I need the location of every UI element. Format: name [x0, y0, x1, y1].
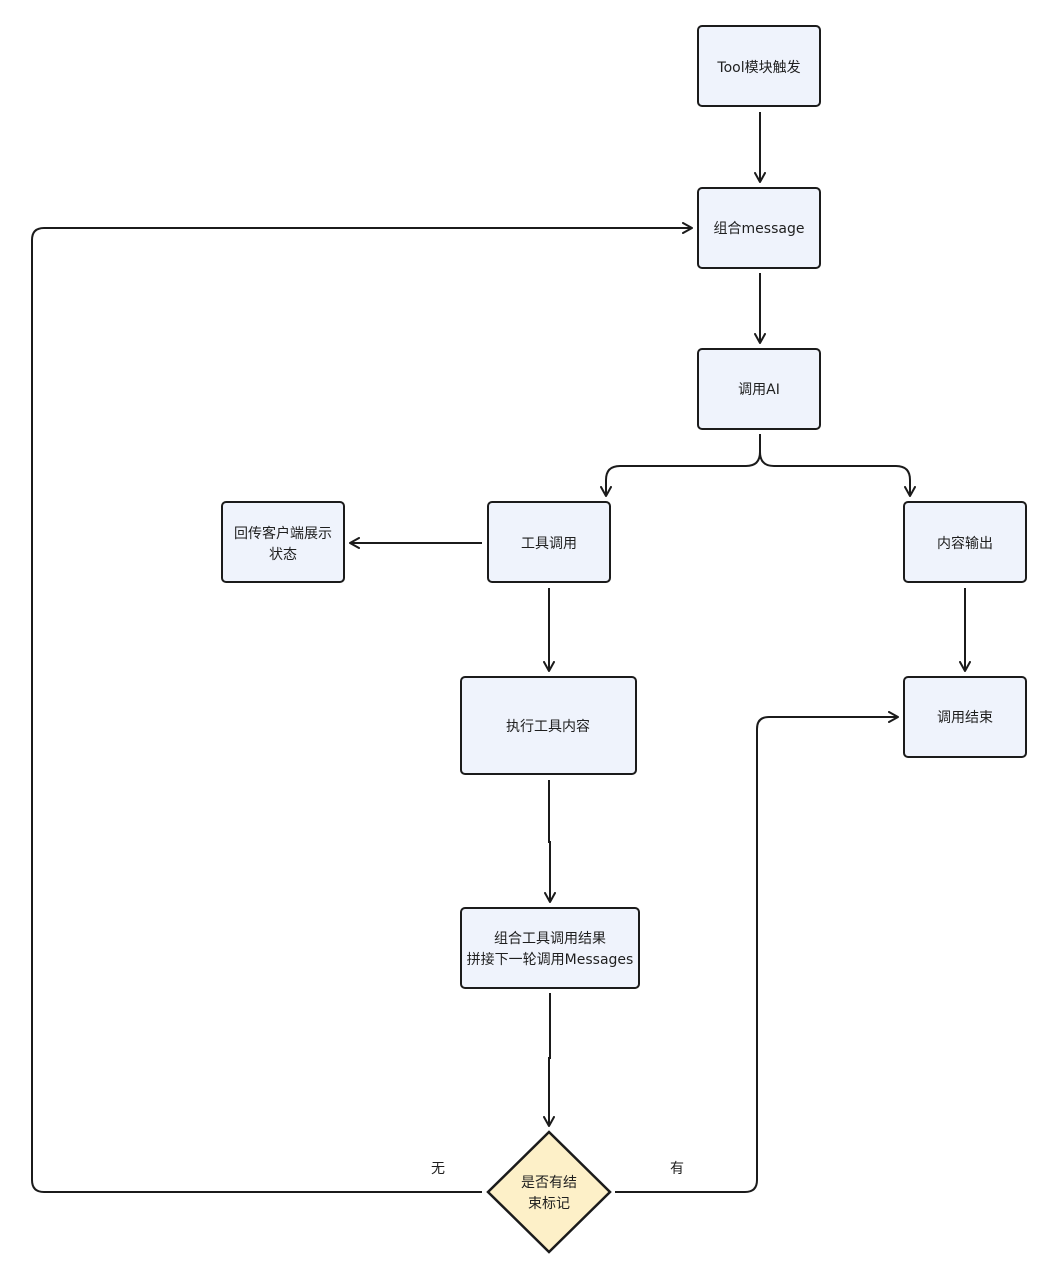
- node-call-end-label: 调用结束: [937, 710, 993, 726]
- node-end-flag-decision[interactable]: 是否有结 束标记: [486, 1130, 612, 1254]
- edge-callai-to-toolcall: [600, 434, 761, 497]
- edge-callai-to-content: [759, 451, 916, 497]
- edge-label-no: 无: [431, 1161, 445, 1177]
- edge-execute-to-combine: [544, 780, 556, 903]
- node-compose-message-label: 组合message: [714, 221, 805, 237]
- node-client-status-line1: 回传客户端展示: [234, 525, 332, 542]
- edge-decision-yes: [615, 711, 899, 1193]
- node-client-status[interactable]: 回传客户端展示 状态: [221, 501, 345, 583]
- node-content-output-label: 内容输出: [937, 535, 993, 552]
- node-call-ai-label: 调用AI: [738, 382, 780, 398]
- node-call-ai[interactable]: 调用AI: [697, 348, 821, 430]
- node-tool-call-label: 工具调用: [521, 536, 577, 552]
- node-combine-results-line1: 组合工具调用结果: [494, 931, 606, 947]
- node-tool-call[interactable]: 工具调用: [487, 501, 611, 583]
- edges: [31, 112, 971, 1193]
- node-tool-trigger-label: Tool模块触发: [716, 60, 800, 76]
- edge-decision-no-loop: [31, 222, 693, 1193]
- node-compose-message[interactable]: 组合message: [697, 187, 821, 269]
- edge-combine-to-decision: [543, 993, 555, 1127]
- node-combine-results[interactable]: 组合工具调用结果 拼接下一轮调用Messages: [460, 907, 640, 989]
- node-tool-trigger[interactable]: Tool模块触发: [697, 25, 821, 107]
- node-end-flag-line1: 是否有结: [521, 1175, 577, 1191]
- node-combine-results-line2: 拼接下一轮调用Messages: [467, 951, 634, 968]
- node-call-end[interactable]: 调用结束: [903, 676, 1027, 758]
- node-end-flag-line2: 束标记: [528, 1196, 570, 1212]
- edge-label-yes: 有: [670, 1161, 684, 1177]
- node-client-status-line2: 状态: [269, 547, 297, 563]
- node-execute-tool[interactable]: 执行工具内容: [460, 676, 637, 775]
- node-content-output[interactable]: 内容输出: [903, 501, 1027, 583]
- node-execute-tool-label: 执行工具内容: [506, 718, 590, 735]
